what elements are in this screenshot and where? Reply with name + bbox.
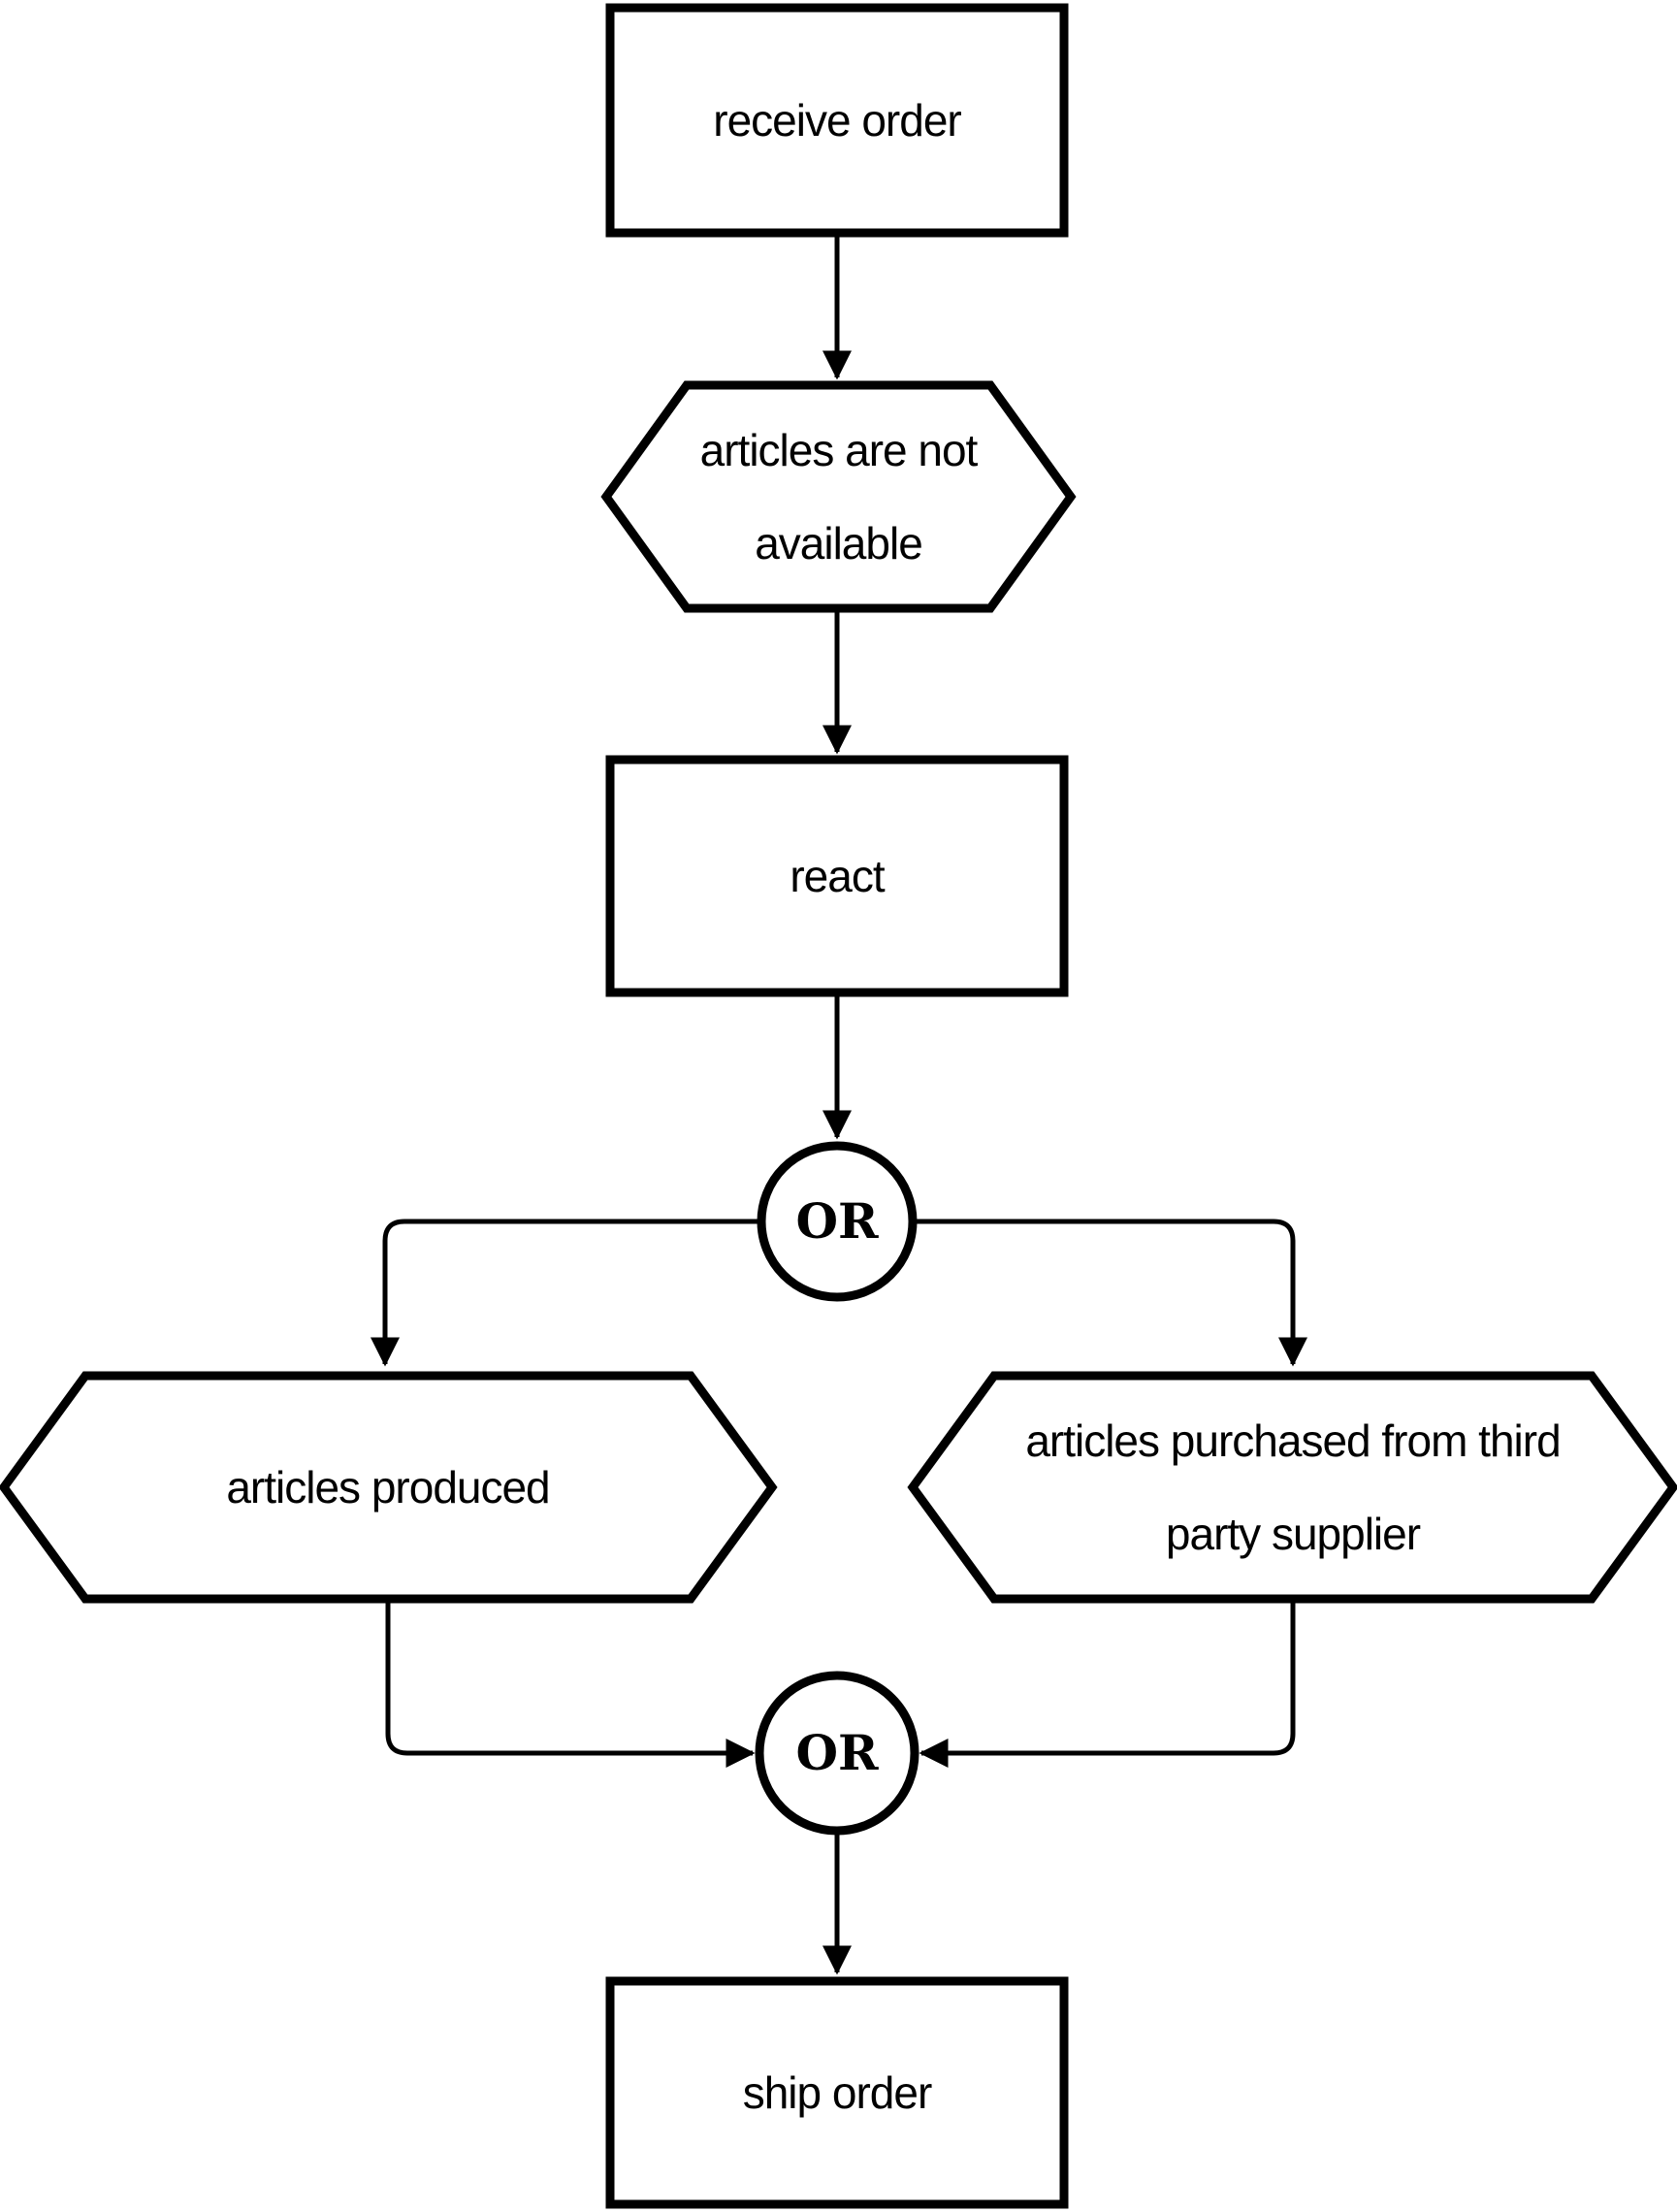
edge-purchased-to-or-join — [919, 1599, 1296, 1768]
edge-or-split-to-purchased — [913, 1219, 1307, 1367]
edge-or-split-to-produced — [371, 1219, 761, 1367]
receive-order-box — [605, 3, 1069, 238]
articles-not-available-hexagon — [600, 380, 1077, 613]
or-join-circle — [755, 1671, 919, 1836]
articles-purchased-hexagon — [907, 1371, 1677, 1604]
edge-produced-to-or-join — [385, 1599, 756, 1768]
ship-order-box — [605, 1976, 1069, 2209]
react-box — [605, 755, 1069, 997]
articles-produced-hexagon — [0, 1371, 778, 1604]
or-split-circle — [757, 1141, 918, 1302]
